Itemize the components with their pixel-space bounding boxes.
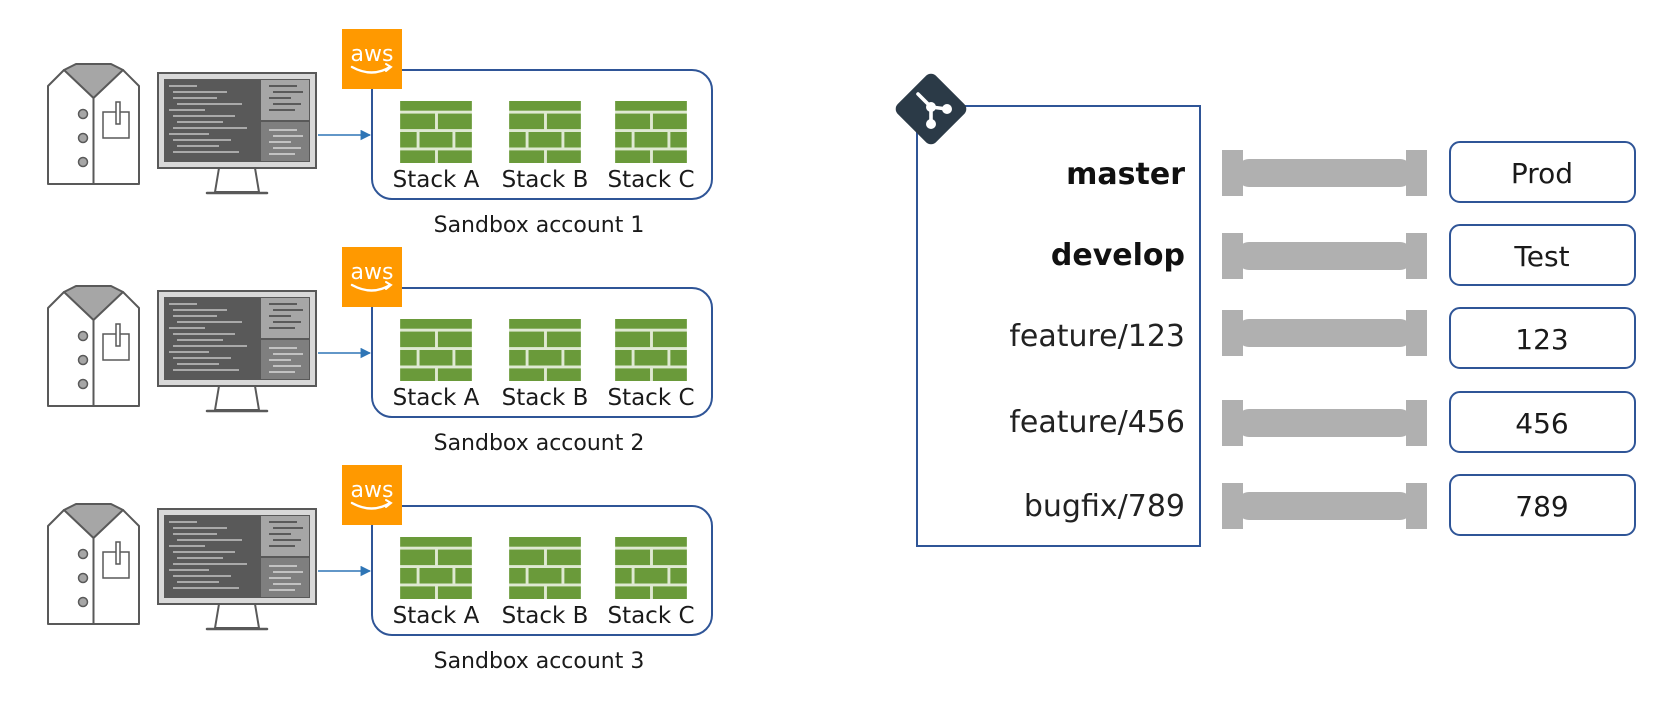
pipeline-connector bbox=[1222, 310, 1427, 356]
environment-label: 789 bbox=[1515, 490, 1568, 523]
stack-a-label: Stack A bbox=[393, 167, 480, 193]
stack-a-icon bbox=[400, 537, 472, 599]
svg-text:aws: aws bbox=[351, 478, 394, 503]
svg-text:aws: aws bbox=[351, 42, 394, 67]
environment-box bbox=[1449, 224, 1636, 286]
git-logo-icon bbox=[895, 73, 967, 145]
stack-a-label: Stack A bbox=[393, 385, 480, 411]
environment-label: 123 bbox=[1515, 323, 1568, 356]
branch-row-feature-456: feature/456 456 bbox=[1009, 391, 1636, 453]
sandbox-account-1: aws Stack A Stack B Stack C Sandbox acco… bbox=[47, 29, 713, 238]
developer-monitor-icon bbox=[157, 72, 317, 195]
stack-b-icon bbox=[509, 101, 581, 163]
stack-c-icon bbox=[615, 537, 687, 599]
pipeline-connector bbox=[1222, 150, 1427, 196]
branch-name: feature/123 bbox=[1009, 319, 1185, 354]
branch-row-bugfix-789: bugfix/789 789 bbox=[1024, 474, 1636, 536]
stack-c-label: Stack C bbox=[607, 603, 694, 629]
git-repository bbox=[895, 73, 1201, 547]
branch-name: bugfix/789 bbox=[1024, 489, 1185, 524]
stack-c-label: Stack C bbox=[607, 385, 694, 411]
svg-text:aws: aws bbox=[351, 260, 394, 285]
environment-box bbox=[1449, 391, 1636, 453]
environment-label: Test bbox=[1513, 240, 1569, 273]
pipeline-connector bbox=[1222, 233, 1427, 279]
environment-label: Prod bbox=[1511, 157, 1573, 190]
stack-c-label: Stack C bbox=[607, 167, 694, 193]
pipeline-connector bbox=[1222, 483, 1427, 529]
sandbox-account-3: aws Stack A Stack B Stack C Sandbox acco… bbox=[47, 465, 713, 674]
branch-row-develop: develop Test bbox=[1051, 224, 1636, 286]
environment-box bbox=[1449, 474, 1636, 536]
pipeline-connector bbox=[1222, 400, 1427, 446]
stack-b-icon bbox=[509, 537, 581, 599]
sandbox-account-2: aws Stack A Stack B Stack C Sandbox acco… bbox=[47, 247, 713, 456]
stack-b-label: Stack B bbox=[502, 603, 589, 629]
stack-b-icon bbox=[509, 319, 581, 381]
account-label: Sandbox account 1 bbox=[434, 213, 645, 238]
stack-b-label: Stack B bbox=[502, 167, 589, 193]
repository-box bbox=[916, 105, 1201, 547]
account-label: Sandbox account 2 bbox=[434, 431, 645, 456]
branch-name: master bbox=[1066, 157, 1185, 192]
branch-row-feature-123: feature/123 123 bbox=[1009, 307, 1636, 369]
stack-a-icon bbox=[400, 319, 472, 381]
environment-label: 456 bbox=[1515, 407, 1568, 440]
branch-name: feature/456 bbox=[1009, 405, 1185, 440]
branch-name: develop bbox=[1051, 238, 1185, 273]
developer-monitor-icon bbox=[157, 290, 317, 413]
aws-logo-icon: aws bbox=[342, 247, 402, 307]
developer-shirt-icon bbox=[47, 63, 140, 185]
stack-c-icon bbox=[615, 319, 687, 381]
developer-shirt-icon bbox=[47, 503, 140, 625]
stack-c-icon bbox=[615, 101, 687, 163]
developer-monitor-icon bbox=[157, 508, 317, 631]
developer-shirt-icon bbox=[47, 285, 140, 407]
environment-box bbox=[1449, 307, 1636, 369]
stack-a-icon bbox=[400, 101, 472, 163]
stack-a-label: Stack A bbox=[393, 603, 480, 629]
environment-box bbox=[1449, 141, 1636, 203]
aws-logo-icon: aws bbox=[342, 465, 402, 525]
stack-b-label: Stack B bbox=[502, 385, 589, 411]
account-label: Sandbox account 3 bbox=[434, 649, 645, 674]
branch-row-master: master Prod bbox=[1066, 141, 1636, 203]
aws-logo-icon: aws bbox=[342, 29, 402, 89]
